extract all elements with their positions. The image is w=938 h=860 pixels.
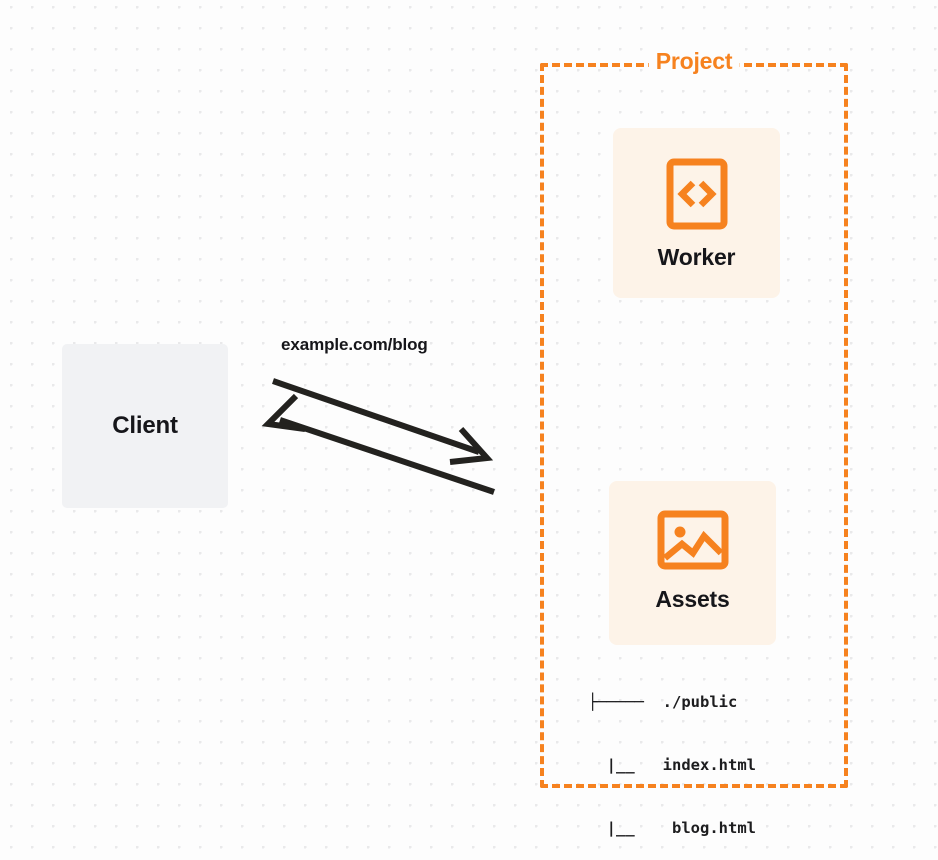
project-group-title: Project [648, 48, 740, 75]
code-brackets-icon [666, 158, 727, 230]
file-tree-row: ├───── ./public [588, 692, 756, 713]
file-tree-prefix: |__ [588, 819, 635, 837]
node-worker-label: Worker [657, 244, 736, 270]
file-tree-name: blog.html [634, 819, 756, 837]
edge-label: example.com/blog [281, 335, 428, 354]
node-assets[interactable]: Assets [609, 481, 776, 645]
file-tree-name: index.html [634, 756, 756, 774]
file-tree-prefix: |__ [588, 756, 635, 774]
node-assets-label: Assets [655, 586, 730, 612]
file-tree-row: |__ index.html [588, 755, 756, 776]
node-client-label: Client [112, 412, 178, 439]
node-worker[interactable]: Worker [613, 128, 780, 298]
file-tree-prefix: ├───── [588, 693, 644, 711]
project-group: Project [540, 48, 848, 788]
edge-response-arrow [261, 393, 495, 495]
file-tree-row: |__ blog.html [588, 818, 756, 839]
file-tree-name: ./public [644, 693, 738, 711]
asset-file-tree: ├───── ./public |__ index.html |__ blog.… [588, 650, 756, 860]
edge-request-arrow [272, 378, 494, 465]
node-client[interactable]: Client [62, 344, 228, 508]
image-icon [657, 510, 728, 570]
